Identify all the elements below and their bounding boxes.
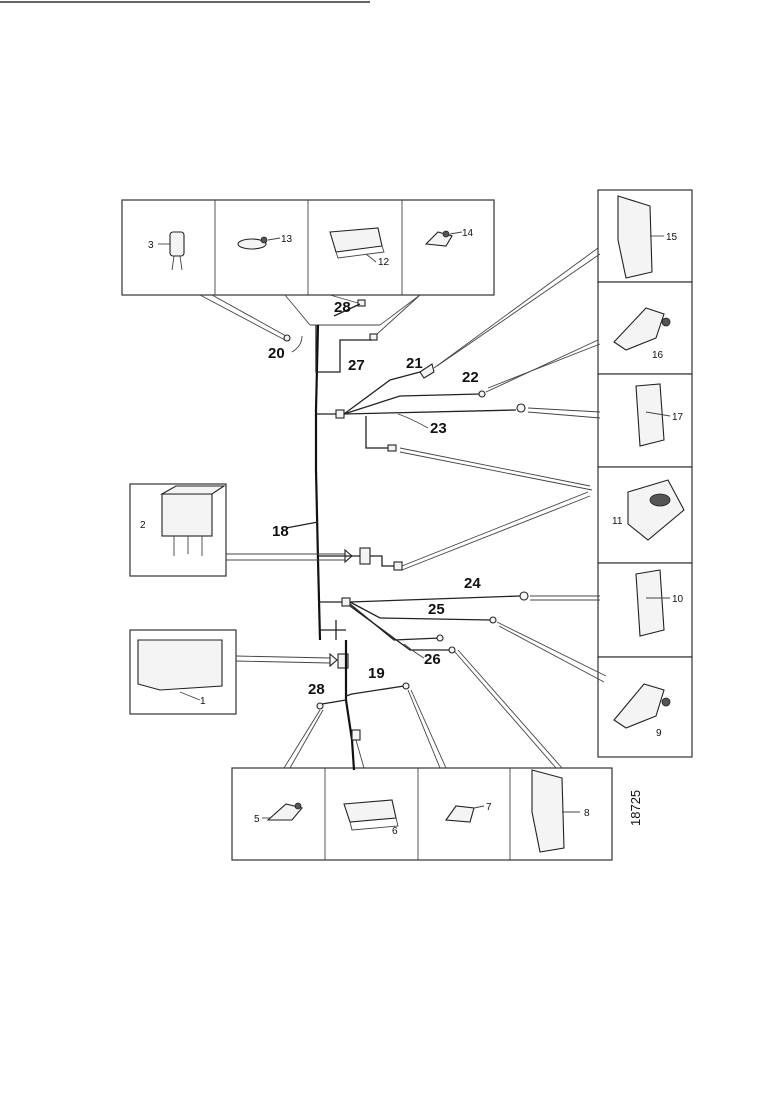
component-17: 17 — [635, 383, 684, 447]
component-6: 6 — [343, 799, 399, 837]
component-2-box: 2 — [129, 483, 227, 577]
label-5: 5 — [254, 814, 260, 825]
label-21: 21 — [406, 355, 423, 372]
trunk-19 — [344, 640, 356, 771]
component-8: 8 — [531, 769, 590, 853]
component-7: 7 — [444, 802, 492, 823]
label-15: 15 — [666, 232, 678, 243]
component-3: 3 — [148, 231, 185, 271]
label-19: 19 — [368, 665, 385, 682]
component-16: 16 — [613, 307, 671, 361]
component-13: 13 — [237, 234, 293, 250]
label-22: 22 — [462, 369, 479, 386]
label-2: 2 — [140, 520, 146, 531]
label-28-bottom: 28 — [308, 681, 325, 698]
component-15: 15 — [617, 195, 678, 279]
label-6: 6 — [392, 826, 398, 837]
component-12: 12 — [329, 227, 390, 268]
label-13: 13 — [281, 234, 293, 245]
component-10: 10 — [635, 569, 684, 637]
label-18: 18 — [272, 523, 289, 540]
label-3: 3 — [148, 240, 154, 251]
label-28-top: 28 — [334, 299, 351, 316]
label-23: 23 — [430, 420, 447, 437]
component-11: 11 — [612, 479, 685, 541]
right-component-column: 15 16 17 11 10 9 — [597, 189, 693, 758]
label-27: 27 — [348, 357, 365, 374]
callout-labels: 28 20 27 21 22 23 18 24 25 26 19 28 — [268, 299, 481, 698]
label-11: 11 — [612, 516, 623, 527]
wiring-harness — [226, 247, 607, 771]
label-9: 9 — [656, 728, 662, 739]
component-9: 9 — [613, 683, 671, 739]
component-1-box: 1 — [129, 629, 237, 715]
label-8: 8 — [584, 808, 590, 819]
label-1: 1 — [200, 696, 206, 707]
label-7: 7 — [486, 802, 492, 813]
top-component-row: 3 13 12 14 — [121, 199, 495, 296]
component-5: 5 — [254, 802, 303, 825]
label-20: 20 — [268, 345, 285, 362]
figure-id: 18725 — [628, 790, 643, 826]
top-funnel — [199, 294, 421, 342]
label-24: 24 — [464, 575, 481, 592]
label-12: 12 — [378, 257, 390, 268]
label-16: 16 — [652, 350, 664, 361]
label-26: 26 — [424, 651, 441, 668]
bottom-component-row: 5 6 7 8 — [231, 767, 613, 861]
label-25: 25 — [428, 601, 445, 618]
label-10: 10 — [672, 594, 684, 605]
trunk-18 — [314, 324, 322, 641]
label-14: 14 — [462, 228, 474, 239]
label-17: 17 — [672, 412, 684, 423]
component-14: 14 — [424, 228, 474, 247]
